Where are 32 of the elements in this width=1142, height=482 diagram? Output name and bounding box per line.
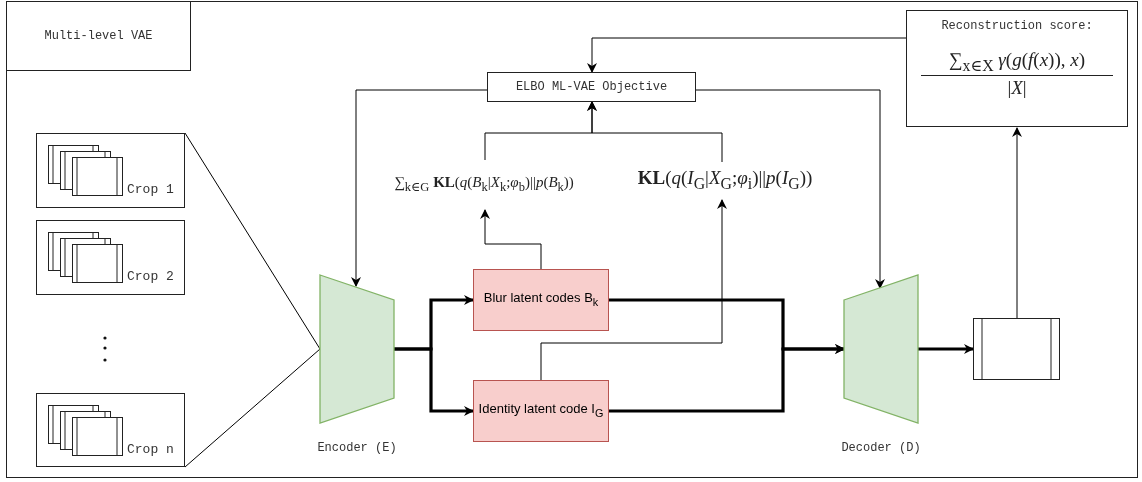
- arrow: [695, 89, 885, 289]
- title-tab: Multi-level VAE: [6, 1, 191, 71]
- formula-numerator: ∑$_{x∈X}$ γ(g(f(x)), x): [921, 49, 1113, 76]
- arrow: [918, 344, 974, 354]
- formula-denominator: |X|: [1006, 77, 1028, 99]
- latent-code-box: Blur latent codes B$_{k}$: [473, 269, 609, 331]
- arrow: [587, 101, 723, 163]
- arrow: [480, 209, 542, 270]
- crop-label: Crop 1: [127, 182, 174, 197]
- arrow: [540, 199, 727, 381]
- crop-panel: [36, 133, 185, 208]
- block-label: Encoder (E): [316, 441, 398, 455]
- crop-panel: [36, 393, 185, 467]
- block-label: Decoder (D): [840, 441, 922, 455]
- crop-panel: [36, 220, 185, 295]
- connector-line: [184, 348, 321, 468]
- arrow: [394, 347, 474, 416]
- diagram-frame: [6, 1, 1138, 478]
- score-panel: [906, 10, 1128, 127]
- connector-line: [184, 132, 321, 350]
- arrow: [351, 89, 488, 287]
- arrow: [1012, 127, 1022, 319]
- panel-heading: Reconstruction score:: [940, 19, 1094, 33]
- arrow: [587, 37, 907, 73]
- objective-box: ELBO ML-VAE Objective: [487, 72, 696, 102]
- arrow: [609, 344, 845, 413]
- output-box: [973, 318, 1060, 380]
- crop-label: Crop 2: [127, 269, 174, 284]
- latent-code-box: Identity latent code I$_{G}$: [473, 380, 609, 442]
- kl-formula: KL(q(I$_{G}$|X$_{G}$;φ$_{i}$)||p(I$_{G}$)): [610, 160, 840, 200]
- crop-label: Crop n: [127, 442, 174, 457]
- kl-formula: ∑$_{k∈G}$ KL(q(B$_{k}$|X$_{k}$;φ$_{b}$)||p(B$_{k}$)): [366, 158, 602, 210]
